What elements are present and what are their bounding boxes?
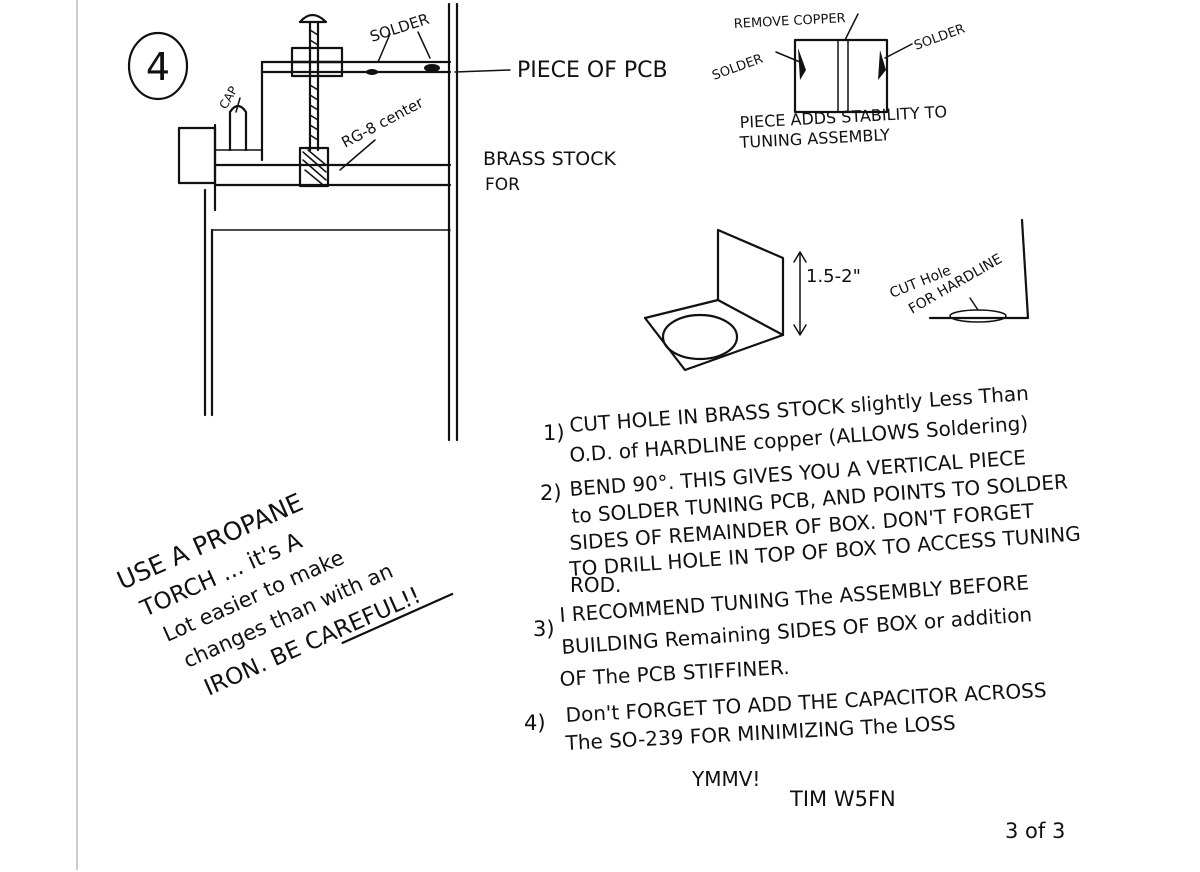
pcb-piece-drawing (775, 13, 913, 114)
page-label: 3 of 3 (1005, 819, 1065, 843)
label-solder-right: SOLDER (912, 22, 967, 54)
label-brass-stock-1: BRASS STOCK (483, 148, 617, 170)
label-brass-stock-2: FOR (485, 175, 520, 195)
label-solder-left: SOLDER (710, 52, 765, 84)
label-piece-of-pcb: PIECE OF PCB (517, 58, 668, 83)
label-rg8-center: RG-8 center (338, 93, 427, 152)
step-number: 3) (533, 617, 555, 641)
step-1: 1) CUT HOLE IN BRASS STOCK slightly Less… (543, 381, 1029, 467)
propane-note: USE A PROPANE TORCH ... it's A Lot easie… (113, 488, 454, 701)
circled-number: 4 (127, 31, 189, 101)
step-line: OF The PCB STIFFINER. (559, 655, 790, 691)
signature: TIM W5FN (789, 787, 896, 811)
cavity-drawing (177, 2, 511, 442)
step-line: ROD. (570, 573, 621, 597)
label-remove-copper: REMOVE COPPER (733, 11, 846, 32)
step-number: 2) (540, 481, 562, 505)
ymmv: YMMV! (691, 767, 760, 791)
step-number: 1) (543, 421, 565, 445)
steps: 1) CUT HOLE IN BRASS STOCK slightly Less… (524, 381, 1081, 755)
label-height-dim: 1.5-2" (806, 266, 861, 287)
step-4: 4) Don't FORGET TO ADD THE CAPACITOR ACR… (524, 678, 1047, 755)
bent-brass-drawing (643, 228, 807, 372)
step-number: 4) (524, 711, 546, 735)
cut-hole-drawing (928, 218, 1030, 323)
circled-number-text: 4 (146, 45, 170, 89)
